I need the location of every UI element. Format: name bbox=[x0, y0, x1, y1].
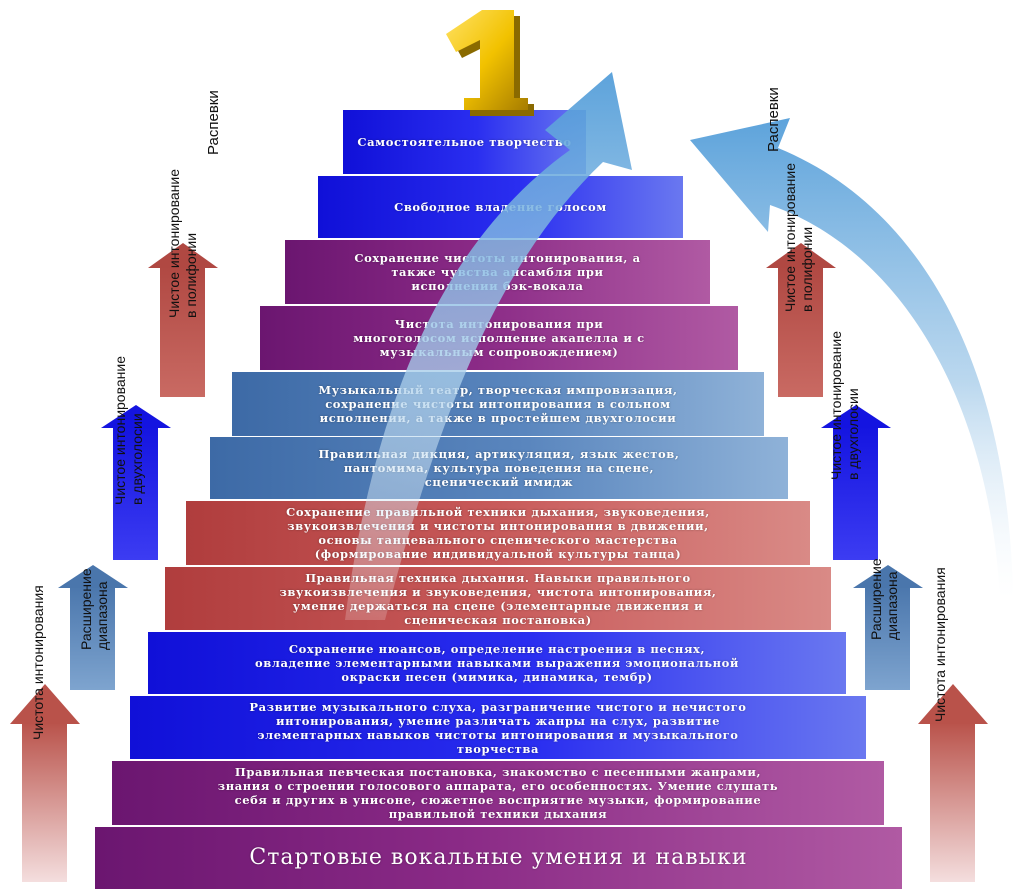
step-5-text: Музыкальный театр, творческая импровизац… bbox=[318, 383, 678, 425]
right-label-rasshirenie: Расширение диапазона bbox=[868, 558, 900, 640]
step-8-text: Правильная техника дыхания. Навыки прави… bbox=[279, 570, 717, 627]
step-4: Чистота интонирования при многоголосом и… bbox=[260, 306, 738, 370]
step-11-text: Правильная певческая постановка, знакомс… bbox=[217, 765, 779, 821]
right-label-raspevki: Распевки bbox=[765, 87, 782, 152]
step-3: Сохранение чистоты интонирования, а такж… bbox=[285, 240, 710, 304]
step-1-text: Самостоятельное творчество bbox=[357, 135, 572, 149]
left-label-raspevki: Распевки bbox=[205, 90, 222, 155]
left-arrow-chistota bbox=[10, 684, 80, 882]
step-6: Правильная дикция, артикуляция, язык жес… bbox=[210, 437, 788, 499]
step-3-text: Сохранение чистоты интонирования, а такж… bbox=[354, 251, 641, 293]
step-1: Самостоятельное творчество bbox=[343, 110, 586, 174]
left-arrow-rasshirenie bbox=[58, 565, 128, 690]
left-label-rasshirenie: Расширение диапазона bbox=[78, 568, 110, 650]
step-5: Музыкальный театр, творческая импровизац… bbox=[232, 372, 764, 436]
left-label-chistota: Чистота интонирования bbox=[30, 585, 46, 740]
right-label-dvuhgolosie: Чистое интонирование в двухголосии bbox=[828, 331, 861, 480]
step-8: Правильная техника дыхания. Навыки прави… bbox=[165, 567, 831, 630]
step-base-text: Стартовые вокальные умения и навыки bbox=[249, 845, 748, 870]
step-7-text: Сохранение правильной техники дыхания, з… bbox=[286, 505, 710, 561]
step-base: Стартовые вокальные умения и навыки bbox=[95, 827, 902, 889]
left-label-dvuhgolosie: Чистое интонирование в двухголосии bbox=[112, 356, 145, 505]
step-7: Сохранение правильной техники дыхания, з… bbox=[186, 501, 810, 565]
step-4-text: Чистота интонирования при многоголосом и… bbox=[353, 317, 645, 359]
step-11: Правильная певческая постановка, знакомс… bbox=[112, 761, 884, 825]
right-arrow-chistota bbox=[918, 684, 988, 882]
step-9: Сохранение нюансов, определение настроен… bbox=[148, 632, 846, 694]
left-label-polifonia: Чистое интонирование в полифонии bbox=[166, 169, 199, 318]
step-2: Свободное владение голосом bbox=[318, 176, 683, 238]
step-2-text: Свободное владение голосом bbox=[394, 200, 607, 214]
right-label-polifonia: Чистое интонирование в полифонии bbox=[782, 163, 815, 312]
step-9-text: Сохранение нюансов, определение настроен… bbox=[254, 642, 740, 684]
step-10-text: Развитие музыкального слуха, разграничен… bbox=[249, 699, 747, 756]
step-6-text: Правильная дикция, артикуляция, язык жес… bbox=[318, 447, 680, 489]
left-arrow-polifonia bbox=[148, 243, 218, 397]
step-10: Развитие музыкального слуха, разграничен… bbox=[130, 696, 866, 759]
right-label-chistota: Чистота интонирования bbox=[932, 567, 948, 722]
left-arrow-dvuhgolosie bbox=[101, 405, 171, 560]
